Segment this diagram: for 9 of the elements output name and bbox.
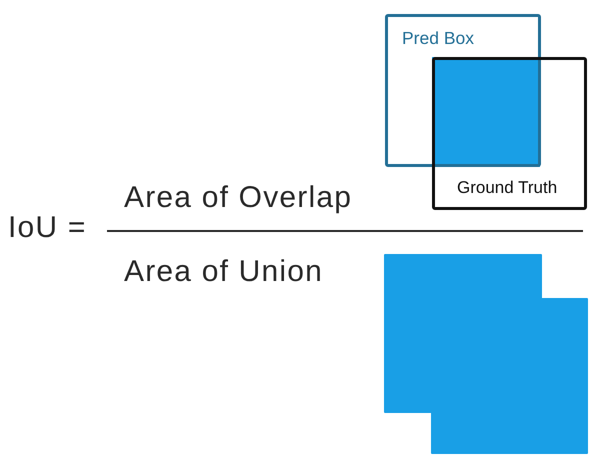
prediction-box (385, 14, 541, 167)
formula-lhs: IoU = (8, 211, 87, 245)
overlap-area (432, 57, 540, 167)
ground-truth-box (432, 57, 587, 210)
box-label: Pred Box (402, 28, 474, 48)
denominator-text: Area of Union (124, 255, 324, 289)
union-area (384, 254, 588, 454)
box-label: Ground Truth (457, 178, 558, 198)
numerator-text: Area of Overlap (124, 181, 352, 215)
